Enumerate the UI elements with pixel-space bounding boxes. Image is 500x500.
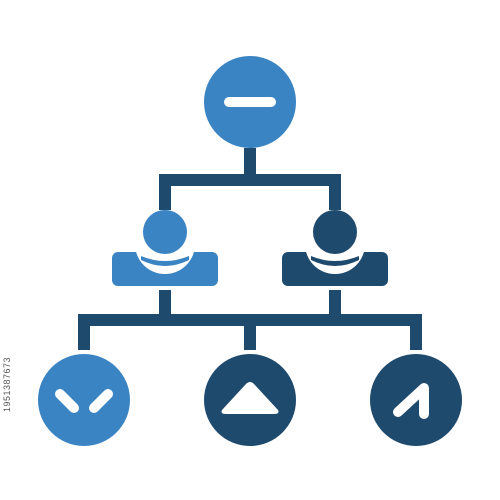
- bottom-node-left: [38, 354, 130, 446]
- stock-id-watermark: 1951387673: [2, 356, 12, 412]
- bottom-node-right: [370, 354, 462, 446]
- top-node: [204, 56, 296, 148]
- bottom-node-middle: [204, 354, 296, 446]
- chevron-left-stroke: [55, 389, 79, 413]
- minus-bar: [224, 97, 276, 107]
- arrow-stroke: [393, 383, 429, 419]
- manager-left: [112, 210, 218, 286]
- person-icon: [282, 210, 388, 286]
- chevron-right-stroke: [89, 389, 113, 413]
- connector-lines: [78, 148, 422, 350]
- manager-right: [282, 210, 388, 286]
- triangle-shape: [221, 382, 279, 414]
- person-icon: [112, 210, 218, 286]
- chevron-down-circle-icon: [38, 354, 130, 446]
